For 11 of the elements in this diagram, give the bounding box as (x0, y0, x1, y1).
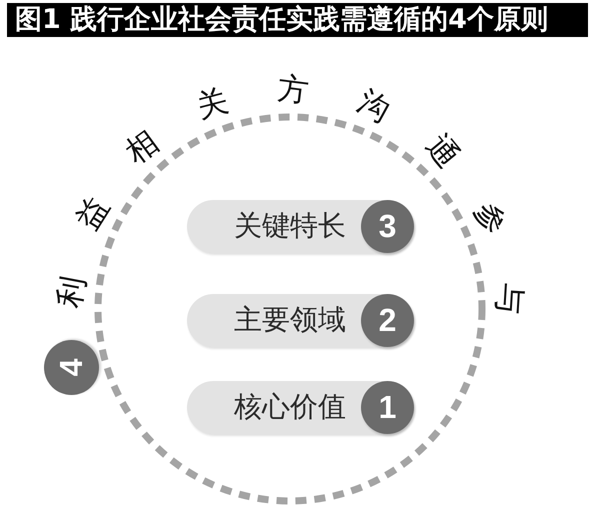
pill-label: 主要领域 (234, 304, 346, 336)
pill-label: 关键特长 (234, 210, 346, 242)
number-badge: 1 (361, 381, 414, 434)
pill (187, 200, 414, 253)
pill (187, 381, 414, 434)
pill (187, 294, 414, 347)
number-badge: 2 (361, 294, 414, 347)
number-badge: 3 (361, 200, 414, 253)
number-badge: 4 (44, 340, 99, 395)
title-banner: 图1 践行企业社会责任实践需遵循的4个原则 (7, 3, 588, 37)
pill-label: 核心价值 (234, 391, 346, 424)
